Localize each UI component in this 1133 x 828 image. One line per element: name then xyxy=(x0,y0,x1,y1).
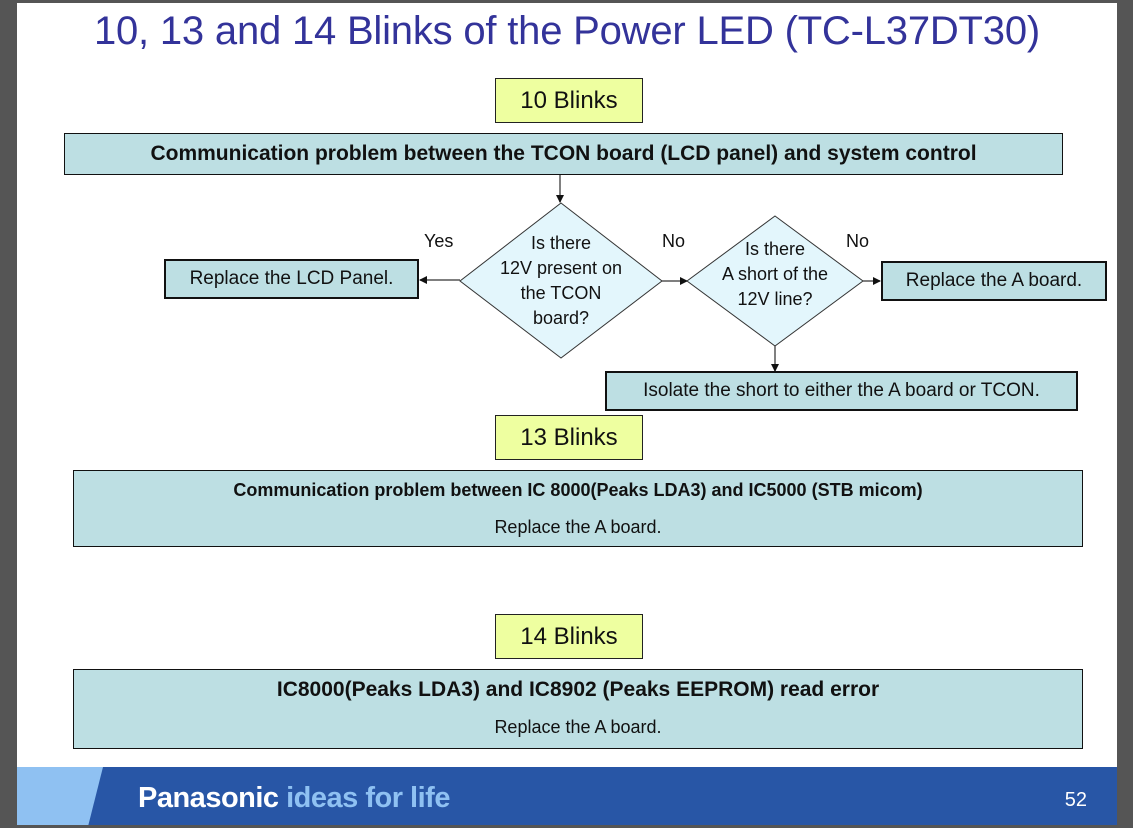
decision-1-text: Is there 12V present on the TCON board? xyxy=(480,231,642,331)
decision-diamond-1 xyxy=(459,202,663,359)
flowchart-connectors xyxy=(419,175,881,372)
action-replace-a-board: Replace the A board. xyxy=(881,261,1107,301)
problem-box-13-blinks: Communication problem between IC 8000(Pe… xyxy=(73,470,1083,547)
problem-13-text: Communication problem between IC 8000(Pe… xyxy=(233,480,923,500)
footer-accent-shape xyxy=(17,767,103,825)
brand-tagline: ideas for life xyxy=(286,782,450,814)
no-label-1: No xyxy=(662,231,686,251)
badge-10-blinks: 10 Blinks xyxy=(495,78,643,123)
page-number: 52 xyxy=(1064,789,1087,811)
decision-2-text: Is there A short of the 12V line? xyxy=(705,237,845,312)
yes-label: Yes xyxy=(424,231,454,251)
brand-name: Panasonic xyxy=(138,782,279,814)
decision-1-line: Is there xyxy=(530,233,592,253)
problem-box-14-blinks: IC8000(Peaks LDA3) and IC8902 (Peaks EEP… xyxy=(73,669,1083,749)
slide: 10, 13 and 14 Blinks of the Power LED (T… xyxy=(17,3,1117,825)
decision-1-line: board? xyxy=(532,308,590,328)
badge-13-blinks: 13 Blinks xyxy=(495,415,643,460)
action-13-text: Replace the A board. xyxy=(494,517,662,537)
decision-2-line: Is there xyxy=(744,239,806,259)
action-14-text: Replace the A board. xyxy=(494,717,662,737)
action-isolate-short: Isolate the short to either the A board … xyxy=(605,371,1078,411)
decision-2-line: 12V line? xyxy=(737,289,813,309)
problem-14-text: IC8000(Peaks LDA3) and IC8902 (Peaks EEP… xyxy=(276,678,880,701)
badge-14-blinks: 14 Blinks xyxy=(495,614,643,659)
decision-2-line: A short of the xyxy=(721,264,829,284)
problem-box-10-blinks: Communication problem between the TCON b… xyxy=(64,133,1063,175)
slide-title: 10, 13 and 14 Blinks of the Power LED (T… xyxy=(93,9,1041,53)
action-replace-lcd-panel: Replace the LCD Panel. xyxy=(164,259,419,299)
footer-bar: Panasonic ideas for life 52 xyxy=(17,767,1117,825)
panasonic-logo: Panasonic ideas for life xyxy=(138,782,450,815)
decision-1-line: 12V present on xyxy=(499,258,623,278)
decision-1-line: the TCON xyxy=(520,283,602,303)
no-label-2: No xyxy=(846,231,870,251)
